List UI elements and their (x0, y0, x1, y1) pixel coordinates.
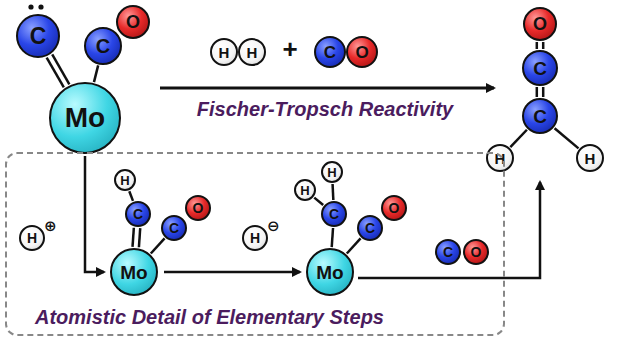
atom-symbol: C (329, 207, 339, 221)
atom-symbol: H (585, 151, 596, 166)
atom-circle: C (16, 14, 60, 58)
atom-symbol: H (219, 45, 230, 60)
atom-symbol: C (533, 107, 547, 126)
atom-symbol: H (120, 174, 129, 187)
atom-circle: Mo (110, 248, 158, 296)
bond-line (94, 65, 98, 82)
atom-symbol: H (27, 231, 37, 245)
atom-circle: H (294, 179, 316, 201)
bond-line (332, 228, 333, 247)
atom-symbol: C (96, 36, 110, 56)
atom-symbol: C (443, 245, 453, 259)
bond-line (347, 238, 361, 253)
lone-pair-dot (28, 4, 33, 9)
charge-sign: ⊕ (44, 218, 57, 233)
bond-line (510, 130, 527, 147)
atom-circle: O (116, 5, 150, 39)
panel-caption: Atomistic Detail of Elementary Steps (35, 306, 384, 329)
atom-circle: H (238, 38, 266, 66)
atom-symbol: C (324, 44, 336, 61)
atom-circle: H⊕ (19, 225, 45, 251)
bond-line (555, 128, 579, 148)
reaction-arrow (160, 87, 494, 90)
atom-circle: O (346, 36, 378, 68)
atom-symbol: C (365, 221, 375, 235)
bond-line (537, 87, 543, 97)
atom-circle: C (321, 201, 347, 227)
atom-symbol: C (169, 221, 179, 235)
charge-sign: ⊖ (267, 218, 280, 233)
atom-circle: Mo (49, 82, 121, 154)
bond-line (129, 191, 133, 201)
atom-symbol: O (389, 201, 400, 215)
step-arrow (358, 182, 540, 278)
atom-circle: C (161, 215, 187, 241)
atom-circle: C (435, 239, 461, 265)
lone-pair-dot (38, 4, 43, 9)
atom-circle: O (185, 195, 211, 221)
atom-symbol: O (193, 201, 204, 215)
atom-symbol: H (327, 166, 336, 179)
atom-circle: H⊖ (242, 225, 268, 251)
bond-line (537, 42, 543, 49)
atom-circle: H (486, 144, 514, 172)
bond-line (151, 238, 165, 253)
atom-symbol: C (533, 59, 547, 78)
bond-line (47, 54, 70, 87)
atom-circle: H (321, 161, 343, 183)
atom-circle: H (210, 38, 238, 66)
atom-circle: H (576, 144, 604, 172)
atom-symbol: O (355, 44, 368, 61)
atom-symbol: C (133, 207, 143, 221)
atom-symbol: O (471, 245, 482, 259)
atom-circle: C (84, 27, 122, 65)
step-arrow (164, 271, 300, 274)
bond-line (133, 228, 141, 248)
atom-symbol: H (247, 45, 258, 60)
atom-circle: O (381, 195, 407, 221)
atom-circle: C (314, 36, 346, 68)
atom-symbol: O (533, 15, 547, 33)
plus-sign: + (282, 34, 297, 65)
atom-circle: O (523, 7, 557, 41)
dashed-panel: Atomistic Detail of Elementary StepsH⊕HC… (5, 152, 505, 336)
atom-circle: H (114, 169, 136, 191)
atom-circle: C (522, 50, 558, 86)
atom-circle: Mo (306, 248, 354, 296)
atom-circle: C (125, 201, 151, 227)
atom-symbol: Mo (120, 263, 147, 282)
atom-circle: O (463, 239, 489, 265)
step-arrow (85, 156, 104, 272)
bond-line (314, 198, 323, 205)
atom-symbol: C (30, 25, 47, 48)
bond-line (332, 184, 334, 200)
atom-symbol: H (300, 184, 309, 197)
atom-symbol: O (126, 13, 140, 31)
reaction-label: Fischer-Tropsch Reactivity (197, 98, 453, 121)
atom-symbol: Mo (65, 104, 105, 132)
atom-circle: C (522, 98, 558, 134)
atom-symbol: Mo (316, 263, 343, 282)
atom-symbol: H (250, 231, 260, 245)
atom-circle: C (357, 215, 383, 241)
